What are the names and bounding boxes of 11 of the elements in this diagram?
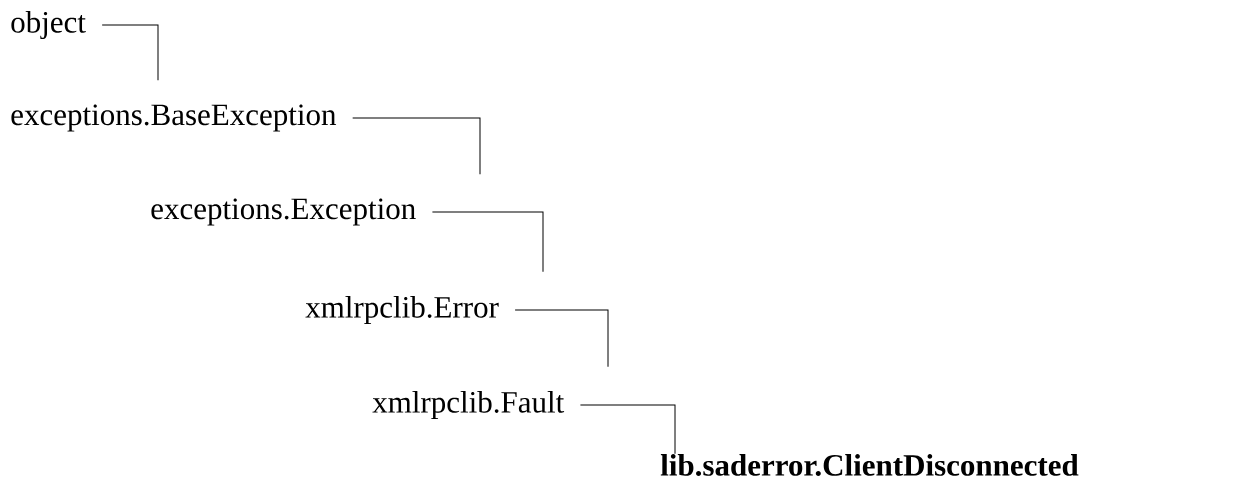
class-name: xmlrpclib.Error (305, 295, 499, 325)
class-name: lib.saderror.ClientDisconnected (660, 454, 1079, 476)
class-name: object (11, 10, 86, 40)
class-name: exceptions.Exception (151, 198, 416, 226)
inheritance-line (514, 309, 609, 368)
inheritance-line (352, 117, 481, 175)
inheritance-line (431, 211, 544, 273)
inheritance-line (579, 404, 676, 455)
inheritance-line (101, 24, 159, 81)
class-name: xmlrpclib.Fault (372, 390, 565, 420)
class-name: exceptions.BaseException (11, 104, 337, 132)
